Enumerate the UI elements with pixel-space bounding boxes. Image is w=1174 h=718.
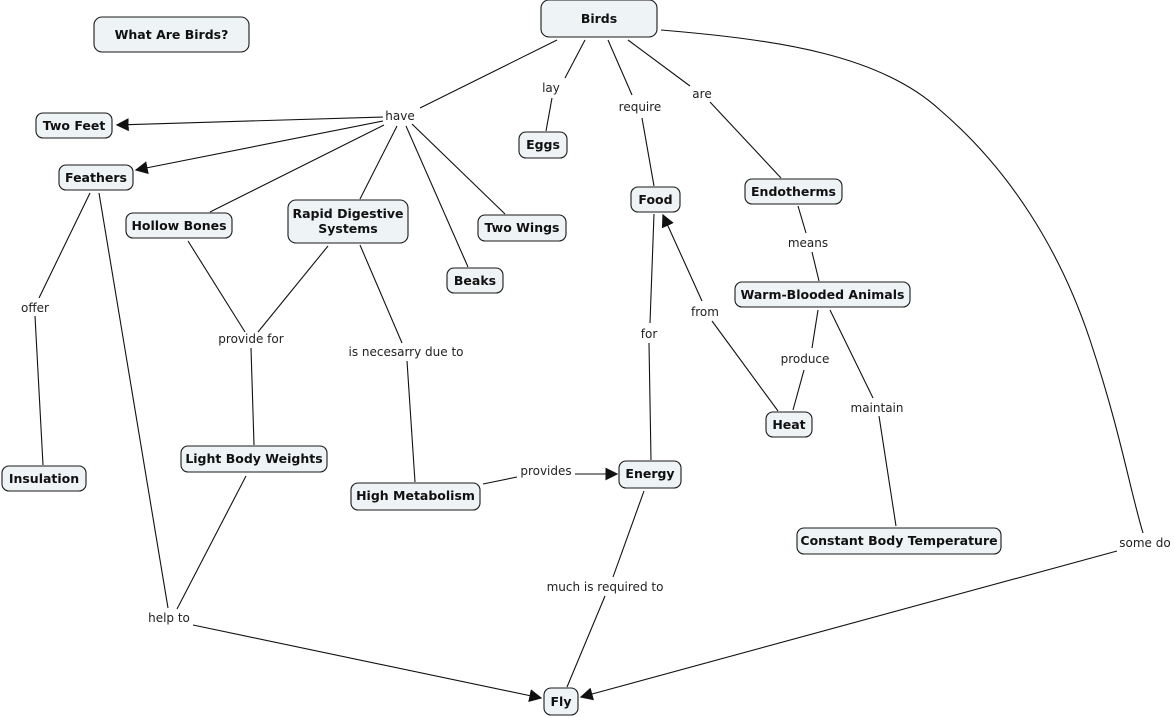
- edge-birds-require: [607, 39, 633, 96]
- link-require[interactable]: require: [619, 100, 662, 114]
- edge-from-food: [661, 213, 703, 302]
- link-have[interactable]: have: [385, 109, 414, 123]
- concept-fly[interactable]: Fly: [543, 687, 579, 716]
- concept-light-body-weights[interactable]: Light Body Weights: [180, 445, 328, 473]
- concept-fly-label: Fly: [551, 694, 572, 709]
- concept-endotherms[interactable]: Endotherms: [744, 178, 843, 205]
- concept-rapid-digestive-systems[interactable]: Rapid Digestive Systems: [287, 199, 409, 244]
- concept-feathers-label: Feathers: [65, 170, 127, 185]
- edge-food-for: [649, 213, 655, 324]
- concept-two-wings[interactable]: Two Wings: [477, 214, 567, 242]
- link-provide-for[interactable]: provide for: [218, 332, 283, 346]
- concept-light-body-label: Light Body Weights: [185, 451, 322, 466]
- linking-phrases: have lay require are means offer provide…: [21, 81, 1171, 625]
- concept-food[interactable]: Food: [630, 186, 681, 213]
- edge-birds-are: [627, 39, 691, 87]
- concept-rapid-digestive-label-1: Rapid Digestive: [292, 206, 403, 221]
- concepts: What Are Birds? Birds Two Feet Feathers …: [1, 0, 1002, 716]
- concept-high-metabolism-label: High Metabolism: [356, 488, 475, 503]
- concept-beaks[interactable]: Beaks: [446, 267, 504, 294]
- concept-eggs[interactable]: Eggs: [518, 131, 568, 159]
- edge-provide-light: [250, 347, 255, 446]
- concept-heat-label: Heat: [772, 417, 805, 432]
- edge-have-beaks: [405, 125, 469, 268]
- link-provides[interactable]: provides: [520, 464, 571, 478]
- concept-constant-body-temperature[interactable]: Constant Body Temperature: [796, 527, 1002, 555]
- edge-metabolism-provides: [482, 476, 518, 485]
- edge-necessary-metabolism: [406, 360, 416, 483]
- link-for[interactable]: for: [641, 327, 658, 341]
- concept-hollow-bones-label: Hollow Bones: [131, 218, 226, 233]
- edge-feathers-help: [98, 192, 169, 609]
- concept-constant-temp-label: Constant Body Temperature: [800, 533, 997, 548]
- edge-light-help: [176, 475, 247, 610]
- link-offer[interactable]: offer: [21, 301, 49, 315]
- edge-have-hollow-bones: [209, 124, 385, 213]
- edge-require-food: [641, 117, 655, 187]
- edge-means-warm: [811, 251, 820, 282]
- edge-are-endotherms: [709, 101, 782, 179]
- link-maintain[interactable]: maintain: [851, 401, 904, 415]
- concept-two-wings-label: Two Wings: [485, 220, 560, 235]
- concept-food-label: Food: [638, 192, 672, 207]
- concept-energy[interactable]: Energy: [618, 460, 682, 489]
- connections: [34, 29, 1144, 702]
- link-from[interactable]: from: [691, 305, 719, 319]
- concept-warm-blooded-animals[interactable]: Warm-Blooded Animals: [734, 281, 911, 308]
- concept-high-metabolism[interactable]: High Metabolism: [350, 482, 481, 511]
- edge-have-rapid-digestive: [359, 125, 398, 200]
- edge-endotherms-means: [797, 205, 807, 234]
- edge-help-fly: [192, 624, 543, 702]
- link-some-do[interactable]: some do: [1119, 536, 1170, 550]
- concept-eggs-label: Eggs: [526, 137, 560, 152]
- link-much-is-required-to[interactable]: much is required to: [547, 580, 664, 594]
- edge-heat-from: [711, 320, 779, 412]
- edge-have-feathers: [134, 120, 384, 175]
- edge-birds-some-do: [660, 29, 1144, 534]
- edge-lay-eggs: [545, 97, 553, 132]
- edge-birds-have: [419, 39, 558, 109]
- concept-two-feet-label: Two Feet: [43, 118, 106, 133]
- link-help-to[interactable]: help to: [148, 611, 190, 625]
- edge-for-energy: [648, 342, 652, 461]
- concept-insulation-label: Insulation: [9, 471, 79, 486]
- edge-have-two-feet: [115, 116, 384, 132]
- edge-energy-much: [612, 490, 645, 578]
- link-means[interactable]: means: [788, 236, 828, 250]
- edge-warm-produce: [811, 309, 819, 349]
- link-produce[interactable]: produce: [781, 352, 830, 366]
- edge-warm-maintain: [829, 309, 874, 399]
- edge-have-two-wings: [411, 123, 506, 215]
- edge-rapid-necessary: [359, 244, 403, 344]
- edge-rapid-provide: [257, 245, 329, 333]
- edge-produce-heat: [792, 369, 805, 411]
- concept-two-feet[interactable]: Two Feet: [35, 112, 113, 139]
- edge-birds-lay: [564, 39, 586, 79]
- link-necessary-due-to[interactable]: is necesarry due to: [348, 345, 463, 359]
- concept-feathers[interactable]: Feathers: [58, 164, 134, 191]
- edge-maintain-constant: [878, 415, 897, 527]
- concept-insulation[interactable]: Insulation: [1, 465, 87, 492]
- concept-title[interactable]: What Are Birds?: [93, 16, 250, 53]
- link-lay[interactable]: lay: [542, 81, 560, 95]
- concept-energy-label: Energy: [625, 466, 674, 481]
- concept-warm-blooded-label: Warm-Blooded Animals: [741, 287, 905, 302]
- concept-rapid-digestive-label-2: Systems: [318, 221, 378, 236]
- edge-some-do-fly: [579, 550, 1118, 701]
- edge-hollow-provide: [187, 240, 246, 333]
- edge-feathers-offer: [38, 192, 91, 299]
- concept-endotherms-label: Endotherms: [751, 184, 836, 199]
- concept-heat[interactable]: Heat: [765, 411, 813, 438]
- concept-title-label: What Are Birds?: [115, 27, 229, 42]
- concept-birds[interactable]: Birds: [540, 0, 658, 38]
- edge-offer-insulation: [34, 315, 44, 466]
- edge-much-fly: [566, 595, 606, 688]
- link-are[interactable]: are: [692, 87, 711, 101]
- concept-birds-label: Birds: [581, 11, 617, 26]
- concept-beaks-label: Beaks: [454, 273, 496, 288]
- concept-hollow-bones[interactable]: Hollow Bones: [125, 212, 233, 239]
